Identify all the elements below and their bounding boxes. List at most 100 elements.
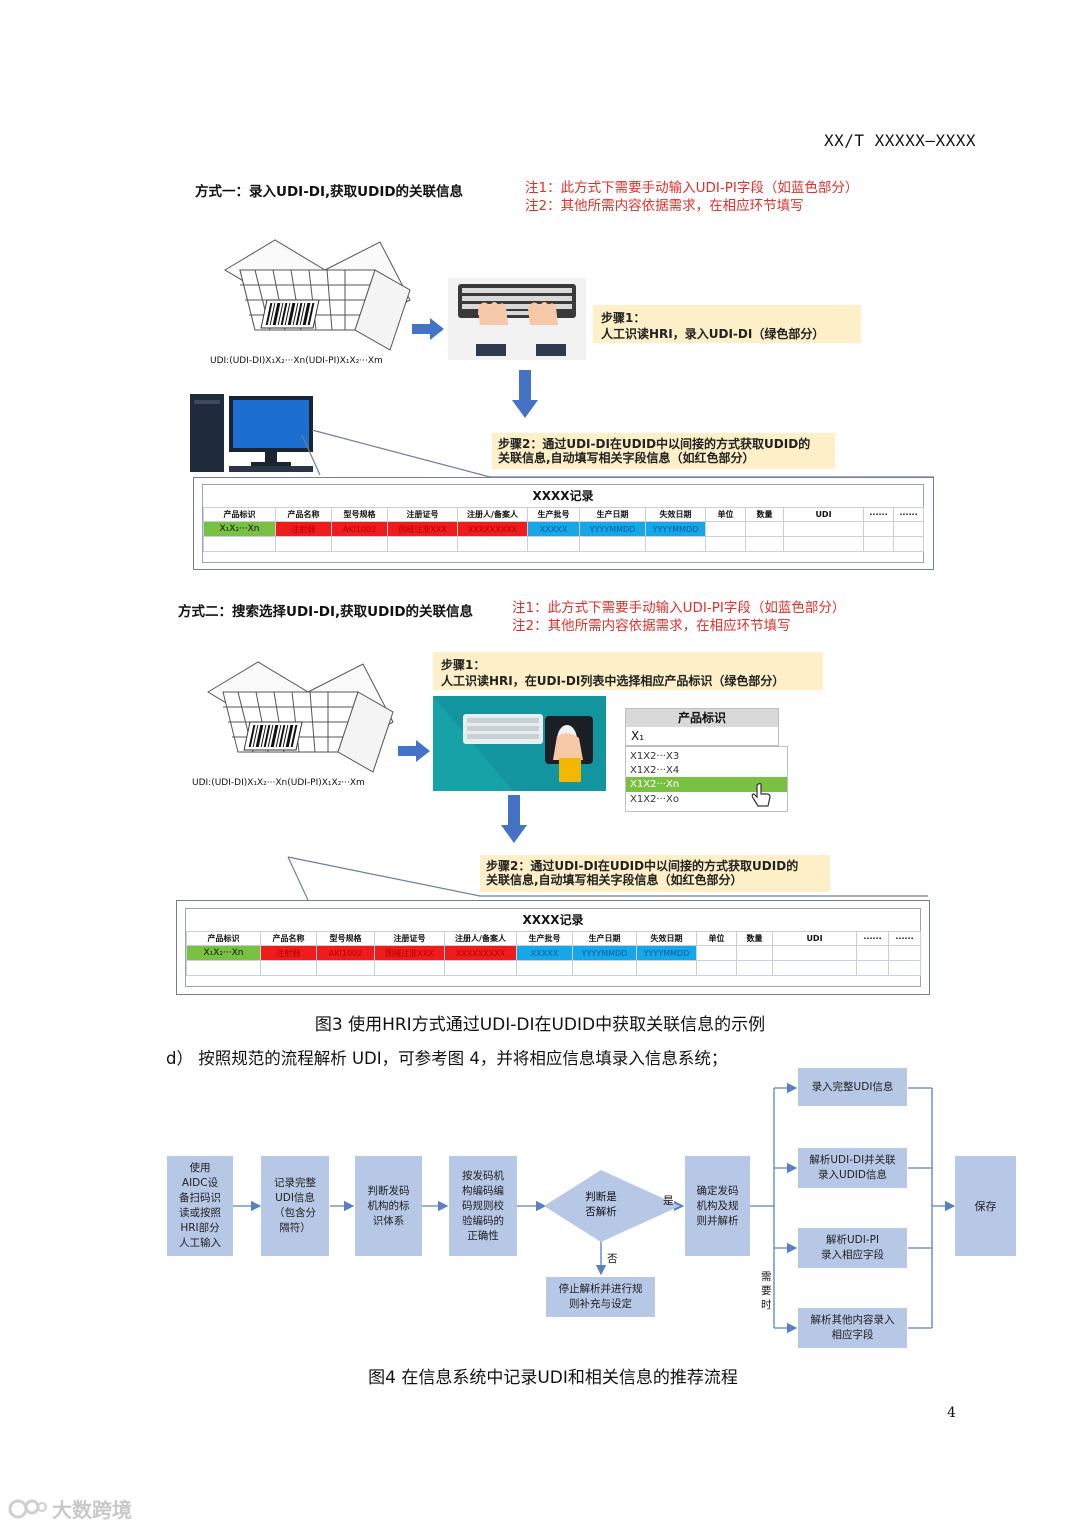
computer-illustration <box>190 394 313 472</box>
record-table-frame-2: XXXX记录 产品标识产品名称型号规格注册证号注册人/备案人生产批号生产日期失效… <box>185 908 921 987</box>
cell-registrant: XXXXXXXXX <box>444 945 517 961</box>
cell-udi <box>783 521 864 537</box>
product-id-dropdown: X1X2···X3 X1X2···X4 X1X2···Xn X1X2···Xo <box>625 746 788 812</box>
cell-udi <box>772 945 857 961</box>
method2-step1-callout: 步骤1： 人工识读HRI，在UDI-DI列表中选择相应产品标识（绿色部分） <box>433 652 823 690</box>
product-id-search-input[interactable]: X₁ <box>631 729 645 743</box>
col-header: UDI <box>772 931 857 946</box>
cell-more <box>893 521 924 537</box>
col-header: 产品名称 <box>275 507 332 522</box>
col-header: 注册人/备案人 <box>444 931 517 946</box>
arrow-right-icon <box>412 318 444 340</box>
watermark-text: 大数跨境 <box>52 1498 132 1522</box>
cell-model: AKI1002 <box>331 521 388 537</box>
dropdown-item[interactable]: X1X2···Xo <box>630 794 679 805</box>
cell-qty <box>736 945 773 961</box>
flow-option-other: 解析其他内容录入 相应字段 <box>798 1308 907 1348</box>
flow-step-save: 保存 <box>955 1156 1016 1256</box>
product-id-list-title: 产品标识 <box>626 709 778 727</box>
col-header: 失效日期 <box>636 931 697 946</box>
yes-label: 是 <box>663 1195 674 1207</box>
page-number: 4 <box>947 1405 956 1421</box>
record-empty-row <box>186 960 921 976</box>
flow-option-full-udi: 录入完整UDI信息 <box>798 1068 907 1106</box>
record-title-1: XXXX记录 <box>532 489 594 503</box>
cell-qty <box>745 521 784 537</box>
cell-mfg-date: YYYYMMDD <box>572 945 637 961</box>
method2-udi-label: UDI:(UDI-DI)X₁X₂···Xn(UDI-PI)X₁X₂···Xm <box>192 778 365 788</box>
method1-step2-line1: 步骤2：通过UDI-DI在UDID中以间接的方式获取UDID的 <box>498 437 811 451</box>
method2-step2-callout: 步骤2：通过UDI-DI在UDID中以间接的方式获取UDID的 关联信息,自动填… <box>480 855 830 892</box>
col-header: 生产日期 <box>572 931 637 946</box>
watermark: 大数跨境 <box>8 1494 132 1523</box>
decision-text: 判断是 否解析 <box>585 1191 617 1218</box>
no-label: 否 <box>607 1253 618 1265</box>
arrow-down-icon <box>512 370 538 418</box>
flowchart-connectors <box>233 1082 956 1334</box>
col-header: 生产批号 <box>527 507 580 522</box>
cell-more <box>856 945 889 961</box>
cell-exp-date: YYYYMMDD <box>645 521 706 537</box>
col-header: 型号规格 <box>316 931 375 946</box>
cell-reg-no: 国械注准XXX <box>387 521 458 537</box>
method2-step2-line2: 关联信息,自动填写相关字段信息（如红色部分） <box>486 873 743 887</box>
dropdown-item-selected[interactable]: X1X2···Xn <box>630 779 680 790</box>
product-id-search-card: 产品标识 X₁ <box>625 708 779 746</box>
record-panel-1: XXXX记录 产品标识产品名称型号规格注册证号注册人/备案人生产批号生产日期失效… <box>193 477 934 570</box>
watermark-logo-icon <box>8 1499 47 1518</box>
col-header: 生产日期 <box>579 507 646 522</box>
cell-exp-date: YYYYMMDD <box>636 945 697 961</box>
box-barcode-illustration <box>224 239 411 351</box>
cell-product-id: X₁X₂···Xn <box>186 945 261 961</box>
col-header: 产品标识 <box>203 507 276 522</box>
figure3-caption: 图3 使用HRI方式通过UDI-DI在UDID中获取关联信息的示例 <box>314 1015 766 1035</box>
method1-step1-callout: 步骤1： 人工识读HRI，录入UDI-DI（绿色部分） <box>593 305 861 343</box>
method1-step2-line2: 关联信息,自动填写相关字段信息（如红色部分） <box>498 451 755 465</box>
col-header: ······ <box>888 931 921 946</box>
method1-step2-callout: 步骤2：通过UDI-DI在UDID中以间接的方式获取UDID的 关联信息,自动填… <box>492 433 835 469</box>
col-header: 单位 <box>696 931 737 946</box>
record-title-2: XXXX记录 <box>522 913 584 927</box>
dropdown-item[interactable]: X1X2···X4 <box>630 765 680 776</box>
method1-step1-text: 人工识读HRI，录入UDI-DI（绿色部分） <box>601 327 825 341</box>
callout-lines <box>287 856 928 901</box>
figure4-caption: 图4 在信息系统中记录UDI和相关信息的推荐流程 <box>368 1368 738 1388</box>
method2-step1-text: 人工识读HRI，在UDI-DI列表中选择相应产品标识（绿色部分） <box>441 674 785 688</box>
cell-model: AKI1002 <box>316 945 375 961</box>
method1-note1: 注1：此方式下需要手动输入UDI-PI字段（如蓝色部分） <box>525 180 859 196</box>
flow-step-stop: 停止解析并进行规 则补充与设定 <box>546 1277 655 1317</box>
col-header: ······ <box>893 507 924 522</box>
record-table-frame-1: XXXX记录 产品标识产品名称型号规格注册证号注册人/备案人生产批号生产日期失效… <box>202 484 924 563</box>
flow-option-udi-di: 解析UDI-DI并关联 录入UDID信息 <box>798 1148 907 1188</box>
flow-step-validate: 按发码机 构编码编 码规则校 验编码的 正确性 <box>449 1156 517 1256</box>
col-header: UDI <box>783 507 864 522</box>
method2-note1: 注1：此方式下需要手动输入UDI-PI字段（如蓝色部分） <box>512 600 846 616</box>
col-header: 注册证号 <box>374 931 445 946</box>
box-barcode-illustration <box>207 661 394 773</box>
flow-step-record-udi: 记录完整 UDI信息 （包含分 隔符） <box>261 1156 329 1256</box>
method2-title: 方式二：搜索选择UDI-DI,获取UDID的关联信息 <box>178 604 474 620</box>
method1-step1-title: 步骤1： <box>601 311 646 325</box>
method1-note2: 注2：其他所需内容依据需求，在相应环节填写 <box>525 198 804 214</box>
arrow-down-icon <box>501 795 527 843</box>
col-header: 失效日期 <box>645 507 706 522</box>
col-header: 注册人/备案人 <box>457 507 528 522</box>
col-header: ······ <box>856 931 889 946</box>
method1-udi-label: UDI:(UDI-DI)X₁X₂···Xn(UDI-PI)X₁X₂···Xm <box>210 356 383 366</box>
cell-registrant: XXXXXXXXX <box>457 521 528 537</box>
cell-product-id: X₁X₂···Xn <box>203 521 276 537</box>
method1-title: 方式一：录入UDI-DI,获取UDID的关联信息 <box>195 184 464 200</box>
col-header: 生产批号 <box>516 931 573 946</box>
keyboard-typing-image <box>448 278 586 360</box>
arrow-right-icon <box>398 740 430 762</box>
record-panel-2: XXXX记录 产品标识产品名称型号规格注册证号注册人/备案人生产批号生产日期失效… <box>176 900 930 995</box>
method2-step2-line1: 步骤2：通过UDI-DI在UDID中以间接的方式获取UDID的 <box>486 859 799 873</box>
dropdown-item[interactable]: X1X2···X3 <box>630 751 680 762</box>
col-header: 产品标识 <box>186 931 261 946</box>
cell-more <box>863 521 894 537</box>
hand-cursor-icon <box>751 783 771 807</box>
